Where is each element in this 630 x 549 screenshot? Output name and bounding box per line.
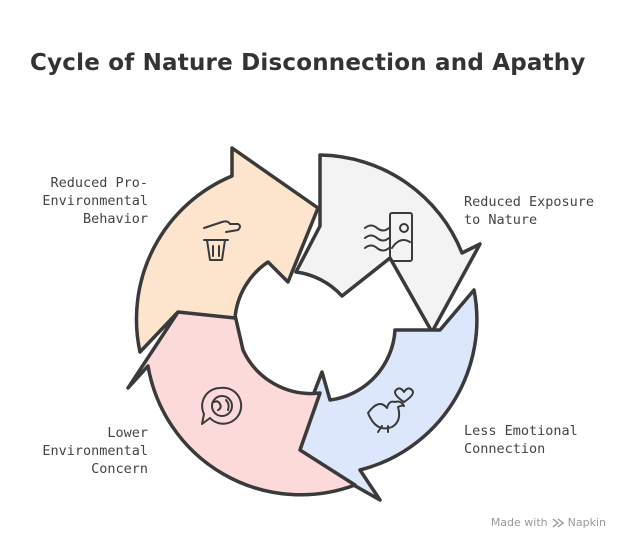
napkin-logo-icon (552, 517, 564, 528)
footer-brand: Napkin (567, 516, 606, 529)
label-reduced-exposure: Reduced Exposure to Nature (464, 194, 595, 228)
globe-speech-icon (201, 386, 243, 425)
bird-heart-icon (367, 387, 414, 433)
label-lower-concern: Lower Environmental Concern (42, 425, 148, 477)
landscape-icon (364, 212, 413, 262)
segment-less-emotional (290, 288, 479, 502)
label-less-emotional: Less Emotional Connection (464, 423, 578, 457)
footer-credit: Made with Napkin (491, 516, 606, 529)
segment-reduced-exposure (294, 153, 482, 334)
footer-made-with: Made with (490, 516, 548, 529)
label-reduced-behavior: Reduced Pro- Environmental Behavior (42, 175, 148, 227)
segment-reduced-behavior (134, 146, 320, 354)
page-title: Cycle of Nature Disconnection and Apathy (30, 50, 586, 76)
hand-trash-icon (203, 220, 241, 261)
